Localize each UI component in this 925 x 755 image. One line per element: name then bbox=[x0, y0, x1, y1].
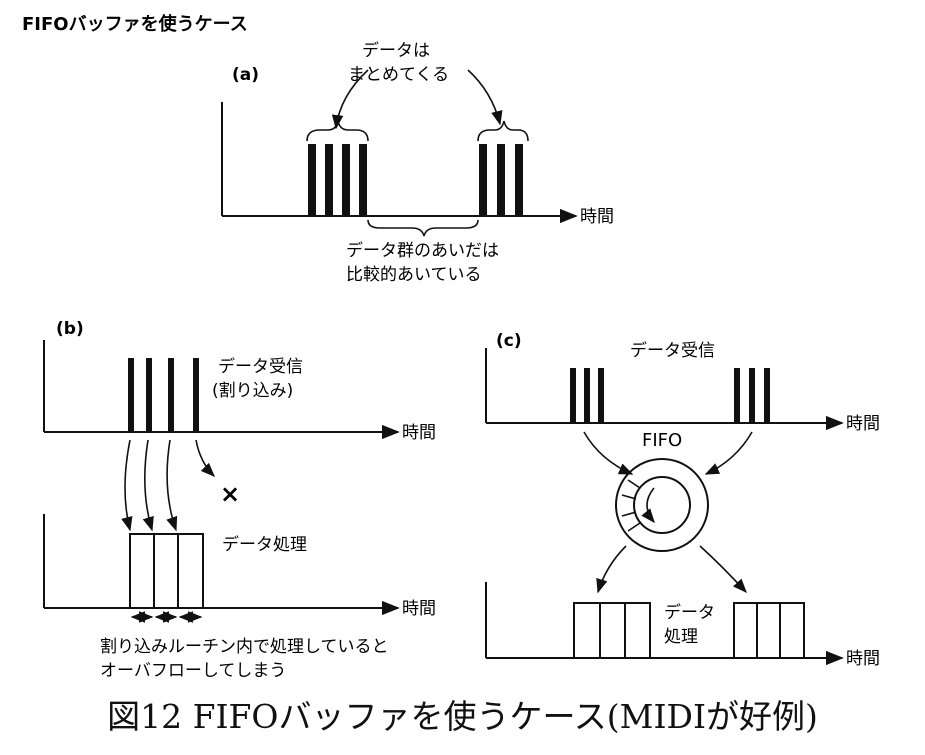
panel-b-receive-line1: データ受信 bbox=[218, 356, 303, 377]
panel-c-process-block bbox=[573, 602, 601, 659]
panel-a-arrow-right bbox=[467, 69, 503, 126]
panel-b-overflow-mark: × bbox=[220, 480, 240, 508]
panel-b-label: (b) bbox=[56, 319, 84, 339]
panel-c-processing-line1: データ bbox=[664, 602, 715, 623]
panel-c-label: (c) bbox=[496, 331, 522, 351]
panel-c-fifo-slot bbox=[621, 511, 637, 517]
panel-b-note-line1: 割り込みルーチン内で処理していると bbox=[100, 637, 389, 657]
panel-c-arrow-in-left bbox=[583, 431, 634, 475]
panel-b-upper-axis-label: 時間 bbox=[402, 423, 436, 443]
panel-a-label: (a) bbox=[232, 65, 259, 85]
panel-c-lower-axis-label: 時間 bbox=[846, 649, 880, 669]
panel-c-pulse bbox=[584, 368, 590, 423]
panel-c-arrow-out-left bbox=[596, 545, 627, 594]
panel-a-note-top-line2: まとめてくる bbox=[348, 65, 449, 85]
panel-c-process-block bbox=[756, 602, 781, 659]
panel-b-pulse bbox=[128, 358, 134, 432]
panel-b-arrow-2 bbox=[142, 439, 154, 532]
panel-b-pulse bbox=[193, 358, 199, 432]
panel-a-pulse bbox=[515, 144, 523, 216]
panel-c-process-block bbox=[624, 602, 651, 659]
panel-a-pulse bbox=[342, 144, 350, 216]
panel-c-process-block bbox=[733, 602, 758, 659]
panel-b-pulse bbox=[146, 358, 152, 432]
diagram-title: FIFOバッファを使うケース bbox=[22, 14, 248, 35]
panel-c-arrow-out-right bbox=[699, 545, 747, 594]
panel-a-pulse bbox=[308, 144, 316, 216]
panel-a-pulse bbox=[325, 144, 333, 216]
panel-c-arrow-in-right bbox=[704, 431, 753, 475]
panel-c-process-block bbox=[779, 602, 805, 659]
panel-c-pulse bbox=[764, 368, 770, 423]
panel-b-process-block bbox=[177, 533, 204, 609]
panel-c-pulse bbox=[734, 368, 740, 423]
panel-c: (c) 時間 データ受信 FIFO 時間 bbox=[485, 331, 880, 669]
panel-c-receive-label: データ受信 bbox=[630, 340, 715, 361]
panel-a-brace-bottom bbox=[367, 219, 479, 237]
panel-b: (b) 時間 データ受信 (割り込み) × 時間 データ処理 割り込みルーチン内… bbox=[43, 319, 436, 681]
panel-a-pulse bbox=[497, 144, 505, 216]
panel-b-lower-axis-label: 時間 bbox=[402, 599, 436, 619]
panel-b-process-block bbox=[153, 533, 179, 609]
panel-c-fifo-label: FIFO bbox=[642, 430, 682, 451]
panel-c-fifo-slot bbox=[627, 522, 641, 532]
panel-a-axis-label: 時間 bbox=[580, 207, 614, 227]
panel-a-note-top-line1: データは bbox=[362, 40, 430, 61]
panel-c-fifo-rotation-arrow bbox=[641, 487, 655, 524]
panel-a: (a) データは まとめてくる 時間 データ群のあいだは 比較的あいている bbox=[221, 40, 614, 285]
panel-c-fifo-slot bbox=[627, 479, 641, 489]
panel-b-process-block bbox=[129, 533, 155, 609]
panel-b-pulse bbox=[168, 358, 174, 432]
panel-c-upper-axis-label: 時間 bbox=[846, 414, 880, 434]
panel-b-arrow-overflow bbox=[195, 439, 216, 478]
panel-b-arrow-3 bbox=[166, 439, 178, 532]
panel-c-processing-line2: 処理 bbox=[664, 627, 698, 647]
panel-c-pulse bbox=[749, 368, 755, 423]
panel-a-pulse bbox=[479, 144, 487, 216]
panel-b-note-line2: オーバフローしてしまう bbox=[100, 661, 286, 681]
panel-c-fifo-ring-outer bbox=[615, 458, 709, 552]
panel-a-note-bottom-line1: データ群のあいだは bbox=[346, 240, 499, 261]
panel-b-arrow-1 bbox=[121, 439, 133, 532]
panel-b-processing-label: データ処理 bbox=[222, 534, 307, 555]
panel-c-fifo-ring-inner bbox=[633, 476, 691, 534]
panel-c-fifo-slot bbox=[621, 494, 637, 500]
figure-caption: 図12 FIFOバッファを使うケース(MIDIが好例) bbox=[107, 697, 818, 736]
panel-a-brace-left bbox=[306, 120, 369, 142]
panel-c-pulse bbox=[570, 368, 576, 423]
panel-c-process-block bbox=[599, 602, 626, 659]
panel-c-pulse bbox=[598, 368, 604, 423]
panel-b-receive-line2: (割り込み) bbox=[212, 381, 293, 401]
panel-a-pulse bbox=[359, 144, 367, 216]
panel-a-brace-right bbox=[477, 120, 529, 142]
panel-a-note-bottom-line2: 比較的あいている bbox=[346, 265, 482, 285]
